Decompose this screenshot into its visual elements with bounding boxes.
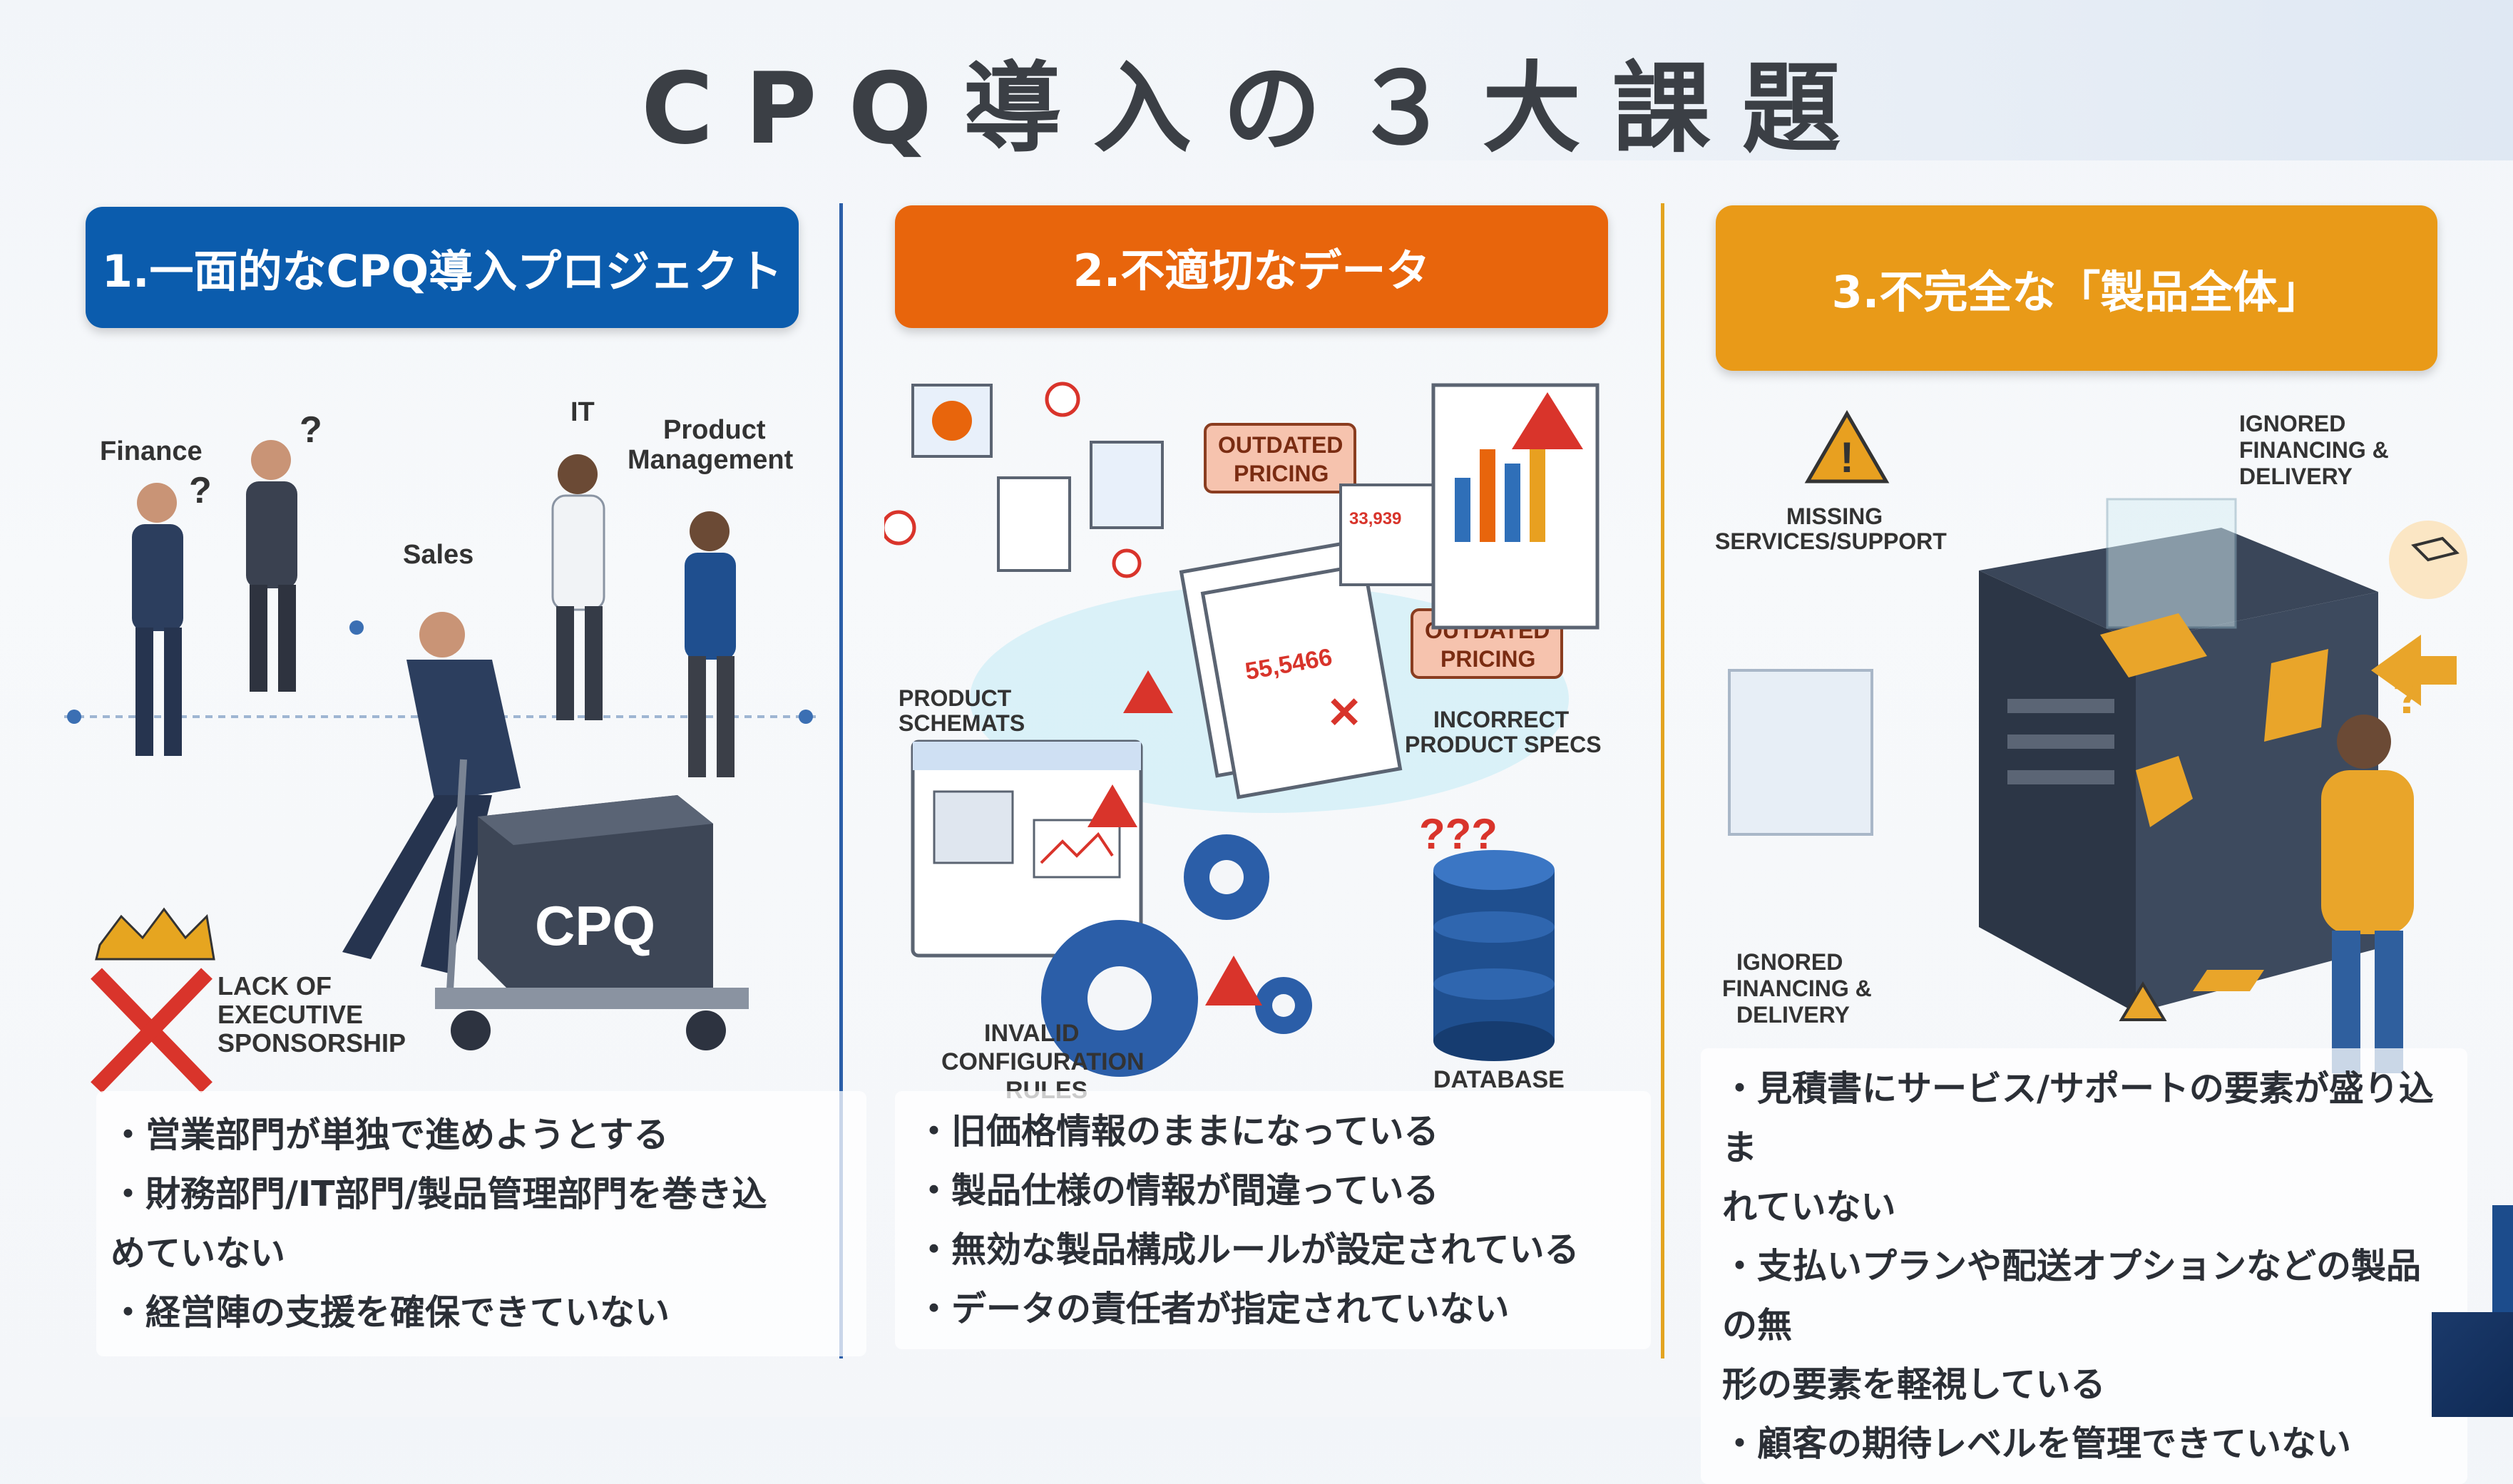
invalid-label-2: CONFIGURATION: [941, 1048, 1145, 1075]
ignored-bottom-label-1: IGNORED: [1736, 949, 1843, 975]
bullet-item: ・顧客の期待レベルを管理できていない: [1722, 1423, 2352, 1464]
incorrect-label-1: INCORRECT: [1433, 707, 1570, 732]
corner-accent: [2492, 1205, 2513, 1312]
it-person-icon: [551, 454, 605, 720]
arrow-icon: [2371, 635, 2457, 706]
column-divider-1: [839, 203, 843, 1358]
column-3-bullets: ・見積書にサービス/サポートの要素が盛り込ま れていない ・支払いプランや配送オ…: [1701, 1048, 2467, 1484]
error-x-icon: ✕: [1326, 689, 1362, 737]
bullet-item: ・財務部門/IT部門/製品管理部門を巻き込: [111, 1174, 767, 1214]
svg-text:PRICING: PRICING: [1440, 646, 1535, 672]
gear-icon: [1255, 977, 1312, 1034]
column-1-bullets: ・営業部門が単独で進めようとする ・財務部門/IT部門/製品管理部門を巻き込 め…: [96, 1091, 866, 1356]
database-label: DATABASE: [1433, 1066, 1565, 1093]
finance-person-icon: [132, 483, 183, 756]
cpq-box-label: CPQ: [535, 894, 655, 957]
svg-text:OUTDATED: OUTDATED: [1218, 432, 1343, 458]
page-title: CPQ導入の３大課題: [641, 51, 1872, 166]
question-mark-icon: ?: [2392, 668, 2423, 724]
product-cube-icon: [1979, 498, 2378, 1013]
pie-chart-icon: [932, 401, 972, 441]
finance-person-icon: [246, 440, 297, 692]
report-chart-icon: [1431, 383, 1600, 630]
column-divider-2: [1661, 203, 1664, 1358]
lack-label-3: SPONSORSHIP: [217, 1028, 406, 1058]
column-3-header: 3.不完全な「製品全体」: [1716, 205, 2437, 371]
product-schemats-label-1: PRODUCT: [899, 685, 1012, 711]
bullet-item: ・旧価格情報のままになっている: [916, 1111, 1439, 1152]
warning-mark: !: [1840, 434, 1854, 481]
bullet-item: れていない: [1722, 1187, 1896, 1227]
column-1-header: 1.一面的なCPQ導入プロジェクト: [86, 207, 799, 328]
bullet-item: めていない: [111, 1233, 286, 1274]
bullet-item: ・営業部門が単独で進めようとする: [111, 1115, 669, 1155]
crossed-crown-icon: [91, 907, 215, 1093]
bullet-item: ・データの責任者が指定されていない: [916, 1289, 1510, 1329]
pie-chart-doc-icon: [911, 384, 993, 458]
gear-icon: [1184, 834, 1269, 920]
product-label-1: Product: [663, 415, 766, 445]
illustration-bad-data: 55,5466 ✕ OUTDATED PRICING OUTDATED PRIC…: [884, 382, 1602, 1104]
finance-label: Finance: [100, 436, 203, 466]
schematic-window-icon: [911, 740, 1143, 958]
lack-label-1: LACK OF: [217, 971, 332, 1001]
tag-icon: [2193, 970, 2264, 991]
it-label: IT: [570, 397, 595, 427]
connector-dot: [799, 710, 813, 724]
ignored-top-label-1: IGNORED: [2239, 411, 2345, 436]
invalid-label-1: INVALID: [984, 1020, 1079, 1047]
service-panel-icon: [1728, 669, 1873, 836]
ignored-top-label-2: FINANCING &: [2239, 437, 2389, 463]
document-stack-icon: 55,5466 ✕: [1179, 541, 1403, 799]
column-2-header: 2.不適切なデータ: [895, 205, 1608, 328]
connector-dot: [67, 710, 81, 724]
price-document-icon: 33,939: [1339, 483, 1435, 586]
cpq-cart-icon: CPQ: [435, 759, 749, 1050]
box-icon-shape: [2411, 536, 2460, 562]
product-label-2: Management: [628, 445, 794, 475]
gear-icon: [1041, 920, 1198, 1077]
ignored-bottom-label-3: DELIVERY: [1736, 1002, 1850, 1028]
bullet-item: ・製品仕様の情報が間違っている: [916, 1170, 1439, 1211]
warning-icon: [1205, 956, 1262, 1005]
ignored-bottom-label-2: FINANCING &: [1722, 976, 1872, 1001]
bullet-item: ・無効な製品構成ルールが設定されている: [916, 1229, 1580, 1270]
incorrect-label-2: PRODUCT SPECS: [1405, 732, 1602, 757]
lack-label-2: EXECUTIVE: [217, 1000, 363, 1029]
database-icon: [1433, 850, 1555, 1061]
warning-icon: [1087, 784, 1137, 827]
illustration-stakeholders: Finance ? ? IT Product Management Sales …: [64, 397, 820, 1093]
missing-label-1: MISSING: [1786, 503, 1883, 529]
missing-label-2: SERVICES/SUPPORT: [1715, 528, 1947, 554]
bullet-item: ・経営陣の支援を確保できていない: [111, 1292, 670, 1333]
outdated-pricing-tag: OUTDATED PRICING: [1204, 423, 1356, 493]
title-band: [1212, 0, 2513, 160]
illustration-incomplete-product: ! MISSING SERVICES/SUPPORT IGNORED FINAN…: [1715, 410, 2467, 1073]
warning-icon: [1123, 670, 1173, 713]
bullet-item: 形の要素を軽視している: [1722, 1364, 2106, 1405]
connector-dot: [349, 620, 364, 635]
document-icon: [1090, 441, 1164, 529]
error-circle-icon: [1045, 382, 1080, 417]
product-schemats-label-2: SCHEMATS: [899, 710, 1025, 736]
question-mark-icon: ?: [300, 409, 322, 451]
error-circle-icon: [884, 510, 916, 546]
question-mark-icon: ?: [189, 470, 212, 511]
corner-accent: [2432, 1312, 2513, 1417]
document-icon: [997, 476, 1071, 572]
bullet-item: ・支払いプランや配送オプションなどの製品の無: [1722, 1246, 2422, 1346]
bullet-item: ・見積書にサービス/サポートの要素が盛り込ま: [1722, 1068, 2434, 1168]
svg-text:PRICING: PRICING: [1234, 461, 1329, 486]
error-circle-icon: [1112, 548, 1142, 578]
column-2-bullets: ・旧価格情報のままになっている ・製品仕様の情報が間違っている ・無効な製品構成…: [895, 1091, 1651, 1349]
sales-label: Sales: [403, 540, 474, 570]
warning-icon: [2119, 981, 2167, 1021]
product-manager-icon: [685, 511, 736, 777]
ignored-top-label-3: DELIVERY: [2239, 464, 2353, 489]
warning-icon: [1804, 410, 1890, 483]
svg-text:33,939: 33,939: [1349, 509, 1401, 528]
question-marks-icon: ???: [1419, 810, 1498, 858]
